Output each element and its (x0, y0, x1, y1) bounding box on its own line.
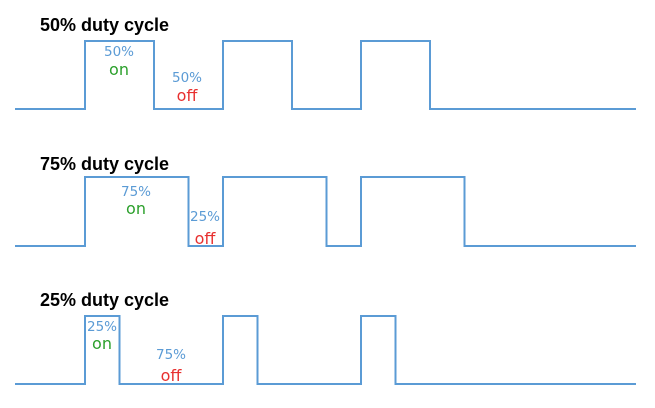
panel-75-percent: 75% duty cycle 75% on 25% off (15, 154, 636, 248)
panel-title: 75% duty cycle (40, 154, 169, 174)
square-wave (15, 176, 636, 247)
off-percent-label: 50% (172, 70, 202, 86)
on-label: on (126, 199, 146, 218)
square-wave (15, 40, 636, 110)
panel-title: 50% duty cycle (40, 15, 169, 35)
on-percent-label: 50% (104, 44, 134, 60)
panel-title: 25% duty cycle (40, 290, 169, 310)
panel-50-percent: 50% duty cycle 50% on 50% off (15, 15, 636, 110)
on-label: on (109, 60, 129, 79)
on-percent-label: 25% (87, 319, 117, 335)
off-percent-label: 25% (190, 209, 220, 225)
off-label: off (195, 229, 217, 248)
on-label: on (92, 334, 112, 353)
square-wave (15, 315, 636, 385)
off-label: off (177, 86, 199, 105)
panel-25-percent: 25% duty cycle 25% on 75% off (15, 290, 636, 385)
off-percent-label: 75% (156, 347, 186, 363)
off-label: off (161, 366, 183, 385)
on-percent-label: 75% (121, 184, 151, 200)
